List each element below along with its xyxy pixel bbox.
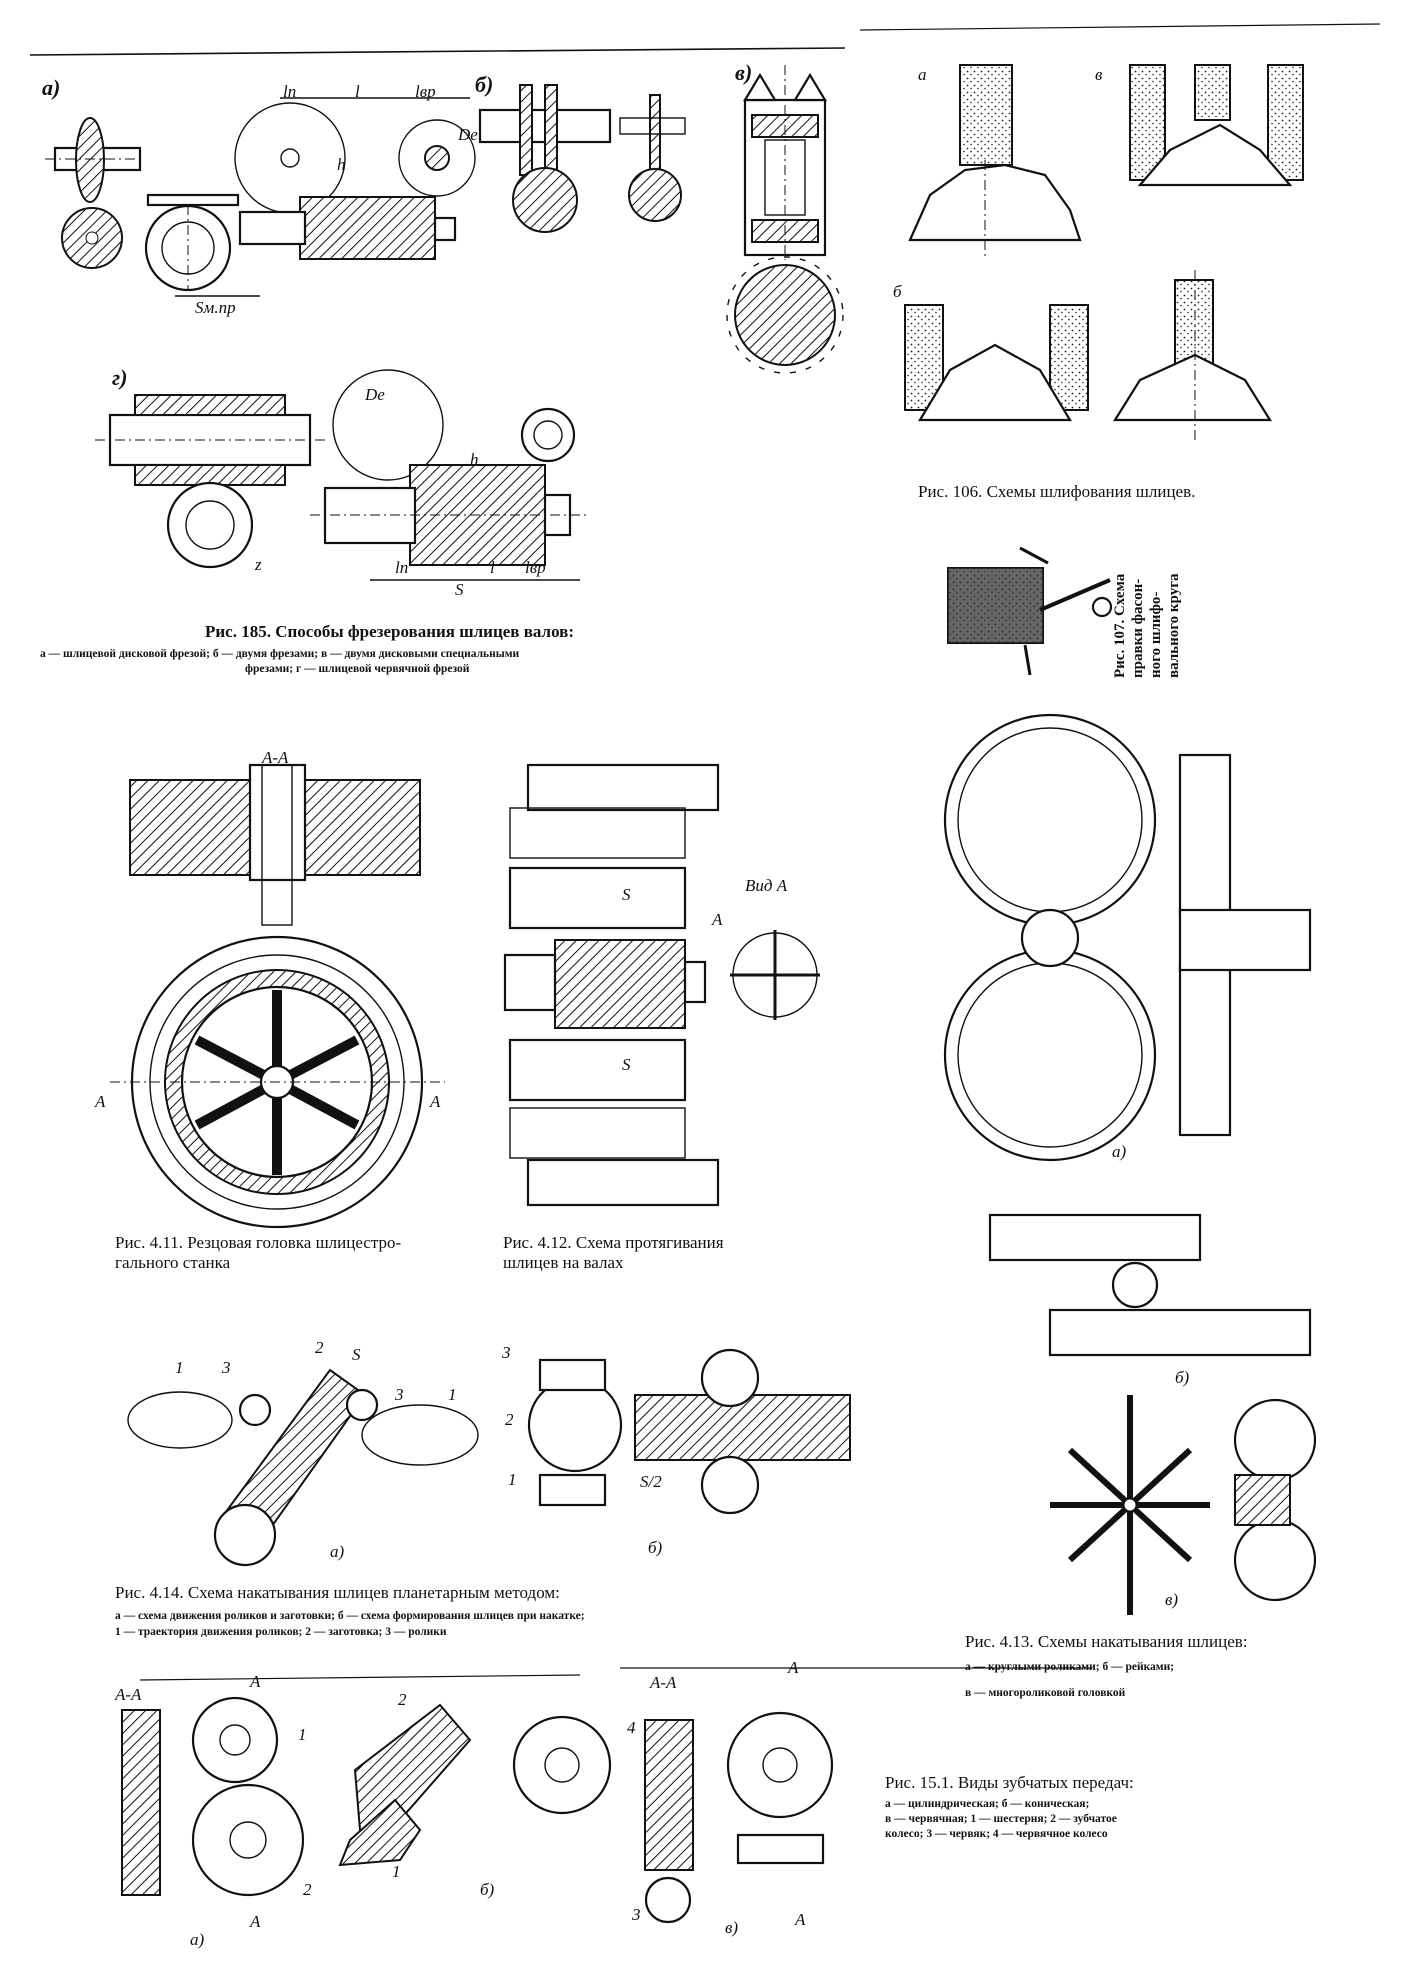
fig151-cone-num-1: 1 [392,1862,401,1881]
fig151-num-1: 1 [298,1725,307,1744]
fig414b-num-2: 2 [505,1410,514,1429]
fig413-label-b: б) [1175,1368,1190,1387]
fig414-caption-title: Рис. 4.14. Схема накатывания шлицев план… [115,1583,560,1602]
fig151-mark-A-bottom-1: А [250,1912,261,1931]
fig414b-num-3: 3 [502,1343,511,1362]
dim-De: Dе [458,125,478,144]
fig185-g-hob-cutter [95,369,590,581]
fig412-broaching-scheme [503,763,820,1207]
feed-smpr: Sм.пр [195,298,236,317]
dim-h: h [337,155,346,174]
fig413-caption-line1: а — круглыми роликами; б — рейками; [965,1661,1175,1673]
fig151-caption-line2: в — червячная; 1 — шестерня; 2 — зубчато… [885,1813,1117,1825]
fig185-a-disk-cutter [45,97,476,297]
dim-De-g: Dе [365,385,385,404]
fig151-caption-line1: а — цилиндрическая; б — коническая; [885,1798,1090,1810]
fig414-feed-S: S [352,1345,361,1364]
fig151-mark-A-bottom-2: А [795,1910,806,1929]
fig151-caption-title: Рис. 15.1. Виды зубчатых передач: [885,1773,1134,1792]
fig411-caption-l2: гального станка [115,1253,231,1272]
fig151-worm-num-3: 3 [632,1905,641,1924]
dim-lvr-g: lвр [525,558,546,577]
fig414-planetary-rolling [127,1348,851,1567]
section-mark-A-right: А [430,1092,441,1111]
fig414-label-a: а) [330,1542,345,1561]
fig411-caption-l1: Рис. 4.11. Резцовая головка шлицестро- [115,1233,402,1252]
fig151-mark-A-top-2: А [788,1658,799,1677]
fig413-caption-title: Рис. 4.13. Схемы накатывания шлицев: [965,1632,1248,1651]
fig185-caption-title: Рис. 185. Способы фрезерования шлицев ва… [205,622,574,641]
fig414b-num-1: 1 [508,1470,517,1489]
view-A-label: Вид А [745,876,788,895]
fig107-caption-l1: Рис. 107. Схема [1112,573,1128,678]
fig107-caption-l3: ного шлифо- [1148,591,1164,678]
fig151-label-v: в) [725,1918,739,1937]
fig151-num-2: 2 [303,1880,312,1899]
fig413-rolling-schemes [943,713,1317,1615]
section-AA: А-А [262,748,289,767]
arrow-A-label: А [712,910,723,929]
fig411-broaching-head [110,763,445,1229]
fig413-caption-line2: в — многороликовой головкой [965,1687,1126,1699]
label-z: z [255,555,262,574]
feed-S-g: S [455,580,464,599]
fig413-label-a: а) [1112,1142,1127,1161]
fig185-label-g: г) [112,365,128,390]
fig151-label-b: б) [480,1880,495,1899]
fig414-num-1-right: 1 [448,1385,457,1404]
feed-S-top: S [622,885,631,904]
fig151-mark-A-top-1: А [250,1672,261,1691]
fig185-b-two-cutters [478,84,686,233]
dim-h-g: h [470,450,479,469]
fig185-label-b: б) [475,72,494,97]
fig151-worm-num-4: 4 [627,1718,636,1737]
fig412-caption-l1: Рис. 4.12. Схема протягивания [503,1233,724,1252]
fig414-num-1-left: 1 [175,1358,184,1377]
fig413-label-v: в) [1165,1590,1179,1609]
fig106-caption: Рис. 106. Схемы шлифования шлицев. [918,482,1196,501]
fig185-caption-line2: фрезами; г — шлицевой червячной фрезой [245,663,470,675]
dim-l: l [355,82,360,101]
fig412-caption-l2: шлицев на валах [503,1253,624,1272]
fig414-caption-line2: 1 — траектория движения роликов; 2 — заг… [115,1626,447,1638]
dim-lvp: lвр [415,82,436,101]
fig185-caption-line1: а — шлицевой дисковой фрезой; б — двумя … [40,648,520,660]
fig151-cone-num-2: 2 [398,1690,407,1709]
fig414b-feed-s2: S/2 [640,1472,662,1491]
dim-ln: lп [283,82,297,101]
fig107-caption-l4: вального круга [1166,573,1182,678]
fig151-label-a: а) [190,1930,205,1949]
dim-l-g: l [490,558,495,577]
fig414-num-3-right: 3 [395,1385,404,1404]
fig185-v-special-cutters [726,65,844,374]
dim-lp-g: lп [395,558,409,577]
fig151-section-AA-1: А-А [115,1685,142,1704]
fig106-grinding-schemes [904,64,1304,440]
fig414-num-3-left: 3 [222,1358,231,1377]
fig106-label-a: а [918,65,927,84]
feed-S-bottom: S [622,1055,631,1074]
section-mark-A: А [95,1092,106,1111]
fig151-caption-line3: колесо; 3 — червяк; 4 — червячное колесо [885,1828,1108,1840]
fig151-section-AA-2: А-А [650,1673,677,1692]
fig414-num-2: 2 [315,1338,324,1357]
fig151-gear-types [121,1696,834,1924]
fig106-label-v: в [1095,65,1103,84]
fig107-wheel-dressing [947,546,1113,676]
fig185-label-a: а) [42,75,61,100]
fig107-caption-l2: правки фасон- [1130,578,1146,678]
fig414-label-b: б) [648,1538,663,1557]
fig106-label-b: б [893,282,902,301]
fig185-label-v: в) [735,60,753,85]
fig414-caption-line1: а — схема движения роликов и заготовки; … [115,1610,585,1622]
